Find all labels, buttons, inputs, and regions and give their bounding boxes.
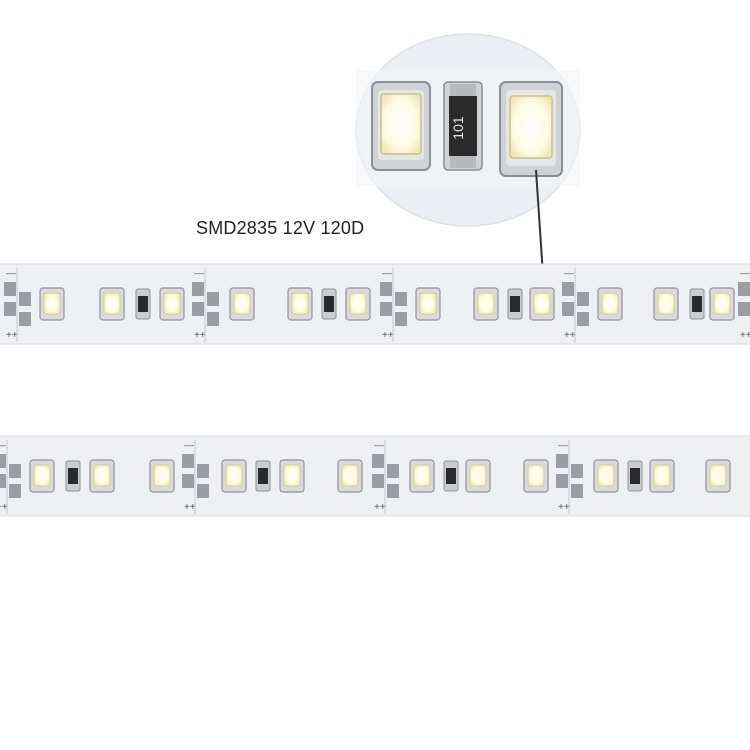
smd-led	[523, 459, 549, 493]
smd-resistor	[689, 288, 705, 320]
smd-led	[415, 287, 441, 321]
smd-led	[409, 459, 435, 493]
plus-mark: ++	[564, 330, 576, 341]
plus-mark: ++	[382, 330, 394, 341]
solder-pads: –– ++	[4, 268, 31, 342]
smd-led	[39, 287, 65, 321]
minus-mark: ––	[374, 440, 384, 450]
smd-led	[709, 287, 735, 321]
solder-pads: –– ++	[738, 268, 750, 341]
smd-resistor	[627, 460, 643, 492]
smd-led	[159, 287, 185, 321]
plus-mark: ++	[374, 502, 386, 513]
smd-resistor	[443, 460, 459, 492]
led-strip-lower: –– ++ –– ++ –– ++ –– ++	[0, 435, 750, 517]
minus-mark: ––	[0, 440, 6, 450]
minus-mark: ––	[184, 440, 194, 450]
minus-mark: ––	[194, 268, 204, 278]
minus-mark: ––	[564, 268, 574, 278]
zoomed-led-right	[499, 81, 563, 177]
smd-led	[597, 287, 623, 321]
smd-resistor	[65, 460, 81, 492]
smd-led	[529, 287, 555, 321]
solder-pads: –– ++	[556, 440, 583, 514]
smd-led	[149, 459, 175, 493]
smd-led	[221, 459, 247, 493]
plus-mark: ++	[6, 330, 18, 341]
smd-led	[279, 459, 305, 493]
plus-mark: ++	[184, 502, 196, 513]
minus-mark: ––	[6, 268, 16, 278]
smd-resistor	[507, 288, 523, 320]
led-strip-upper: –– ++ –– ++ –– ++ –– ++ –– ++	[0, 263, 750, 345]
smd-resistor	[321, 288, 337, 320]
minus-mark: ––	[382, 268, 392, 278]
solder-pads: –– ++	[0, 440, 21, 514]
smd-led	[89, 459, 115, 493]
smd-resistor	[135, 288, 151, 320]
smd-led	[99, 287, 125, 321]
plus-mark: ++	[558, 502, 570, 513]
smd-led	[473, 287, 499, 321]
smd-led	[229, 287, 255, 321]
solder-pads: –– ++	[372, 440, 399, 514]
solder-pads: –– ++	[562, 268, 589, 342]
smd-led	[593, 459, 619, 493]
smd-led	[345, 287, 371, 321]
minus-mark: ––	[558, 440, 568, 450]
zoomed-resistor-marking: 101	[450, 116, 466, 140]
magnifier-inset: 101	[355, 33, 581, 291]
zoomed-led-left	[371, 81, 431, 171]
solder-pads: –– ++	[192, 268, 219, 342]
smd-led	[465, 459, 491, 493]
smd-led	[705, 459, 731, 493]
smd-led	[287, 287, 313, 321]
plus-mark: ++	[740, 330, 750, 341]
solder-pads: –– ++	[380, 268, 407, 342]
solder-pads: –– ++	[182, 440, 209, 514]
plus-mark: ++	[0, 502, 8, 513]
smd-led	[29, 459, 55, 493]
minus-mark: ––	[740, 268, 750, 278]
smd-led	[337, 459, 363, 493]
smd-led	[649, 459, 675, 493]
smd-resistor	[255, 460, 271, 492]
smd-led	[653, 287, 679, 321]
zoomed-resistor: 101	[443, 81, 483, 171]
plus-mark: ++	[194, 330, 206, 341]
product-label: SMD2835 12V 120D	[196, 218, 365, 238]
